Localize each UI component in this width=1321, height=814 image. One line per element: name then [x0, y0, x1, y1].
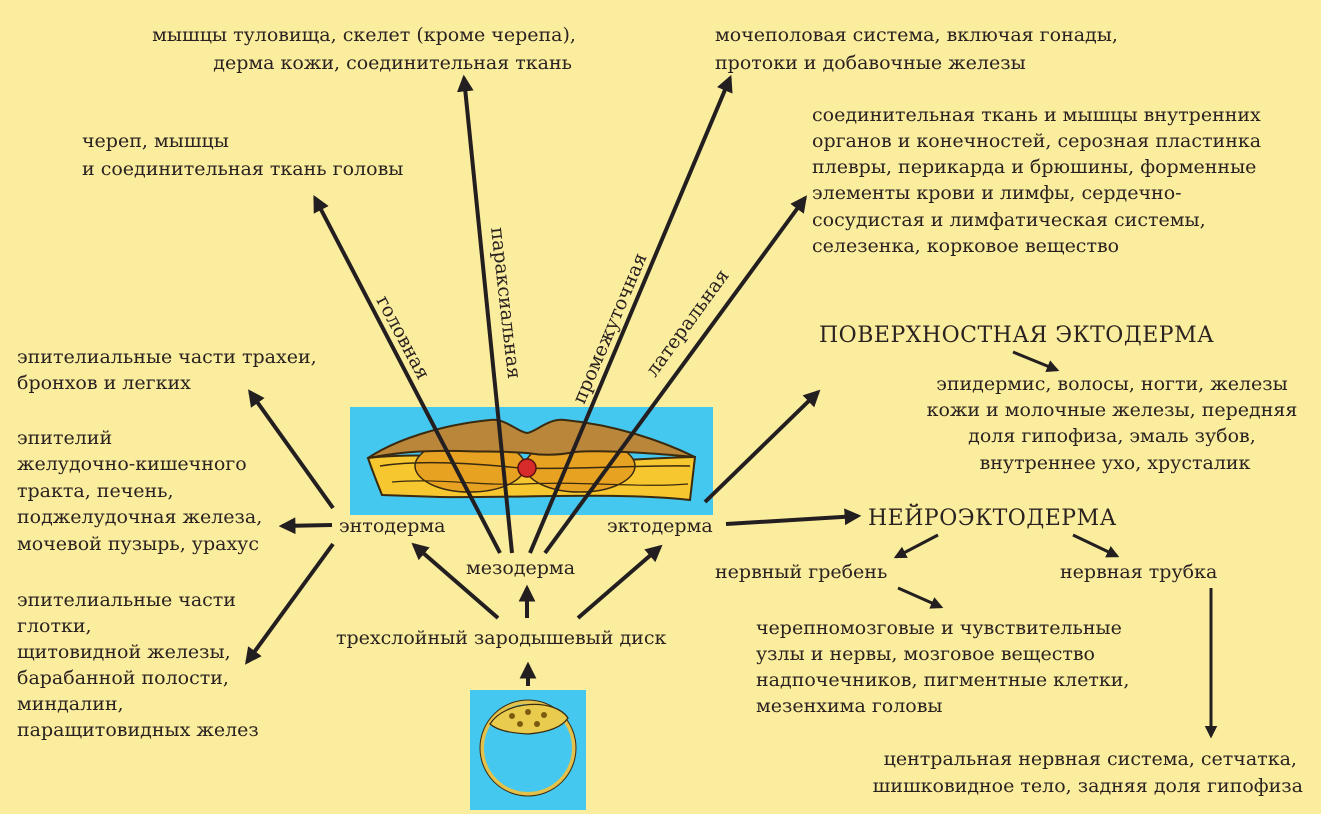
neural-crest-label: нервный гребень — [715, 561, 887, 583]
blastocyst-illustration — [470, 690, 586, 810]
cell-dot — [525, 709, 531, 715]
disc-label: трехслойный зародышевый диск — [336, 627, 666, 649]
notochord-dot — [518, 459, 536, 477]
cell-dot — [509, 713, 515, 719]
neuroectoderm-title: НЕЙРОЭКТОДЕРМА — [868, 503, 1117, 531]
cell-dot — [517, 721, 523, 727]
cell-dot — [541, 712, 547, 718]
neural-tube-label: нервная трубка — [1060, 561, 1217, 583]
trilaminar-disc-illustration — [350, 407, 713, 515]
surface-ectoderm-title: ПОВЕРХНОСТНАЯ ЭКТОДЕРМА — [819, 323, 1214, 348]
arrow-endoderm-digestive — [282, 525, 332, 526]
endoderm-label: энтодерма — [339, 515, 445, 537]
mesoderm-label: мезодерма — [466, 557, 575, 579]
cell-dot — [534, 721, 540, 727]
ectoderm-label: эктодерма — [607, 515, 713, 537]
